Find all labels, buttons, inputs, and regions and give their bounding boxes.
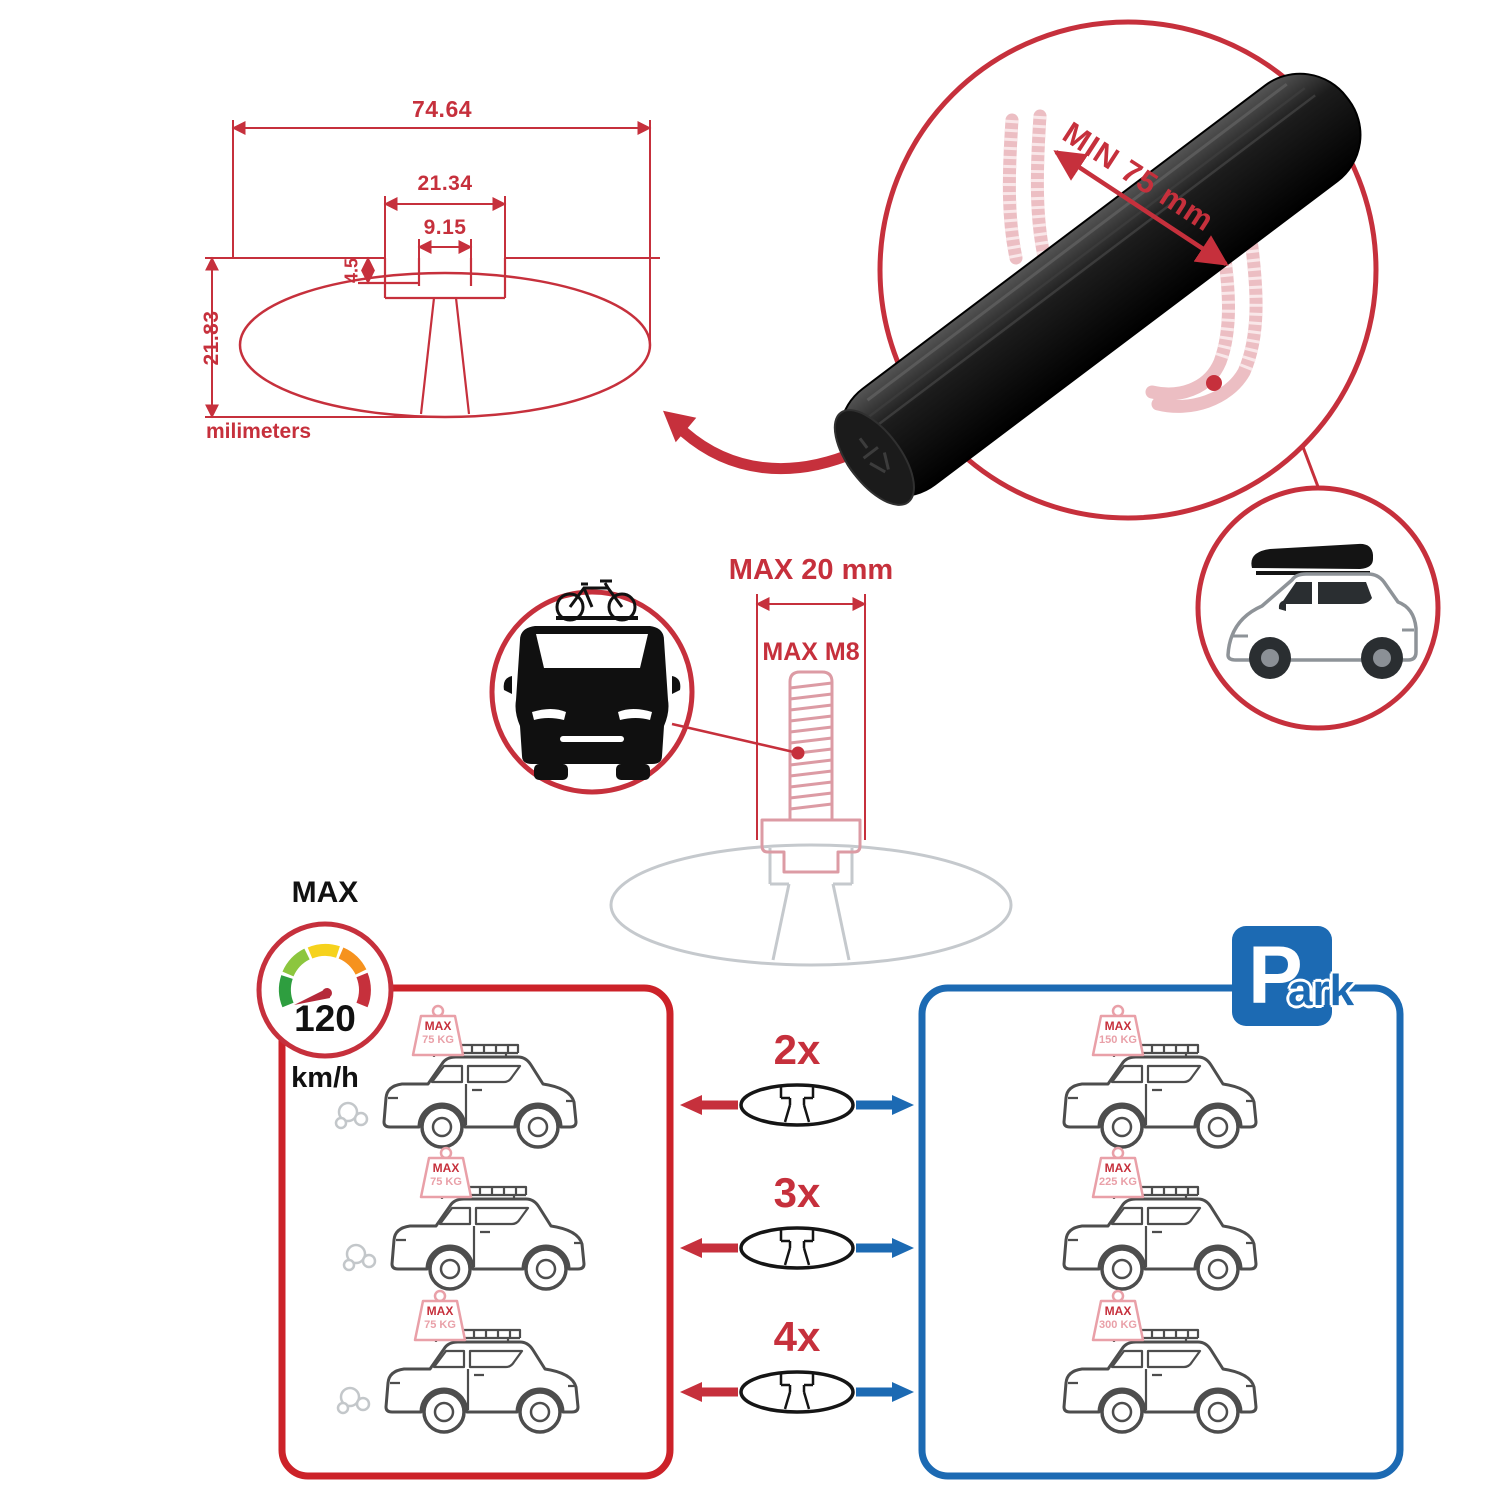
suv-roofbox-circle xyxy=(1195,485,1441,731)
clamp-point-dot xyxy=(1206,375,1222,391)
load-tag-shape xyxy=(413,1289,467,1342)
load-tag-shape xyxy=(419,1146,473,1199)
dim-total-height: 21.83 xyxy=(200,310,223,366)
driving-panel xyxy=(278,984,674,1480)
profile-dimension-drawing xyxy=(205,120,660,419)
crossbar-detail-circle xyxy=(833,19,1379,521)
bolt-max-width-label: MAX 20 mm xyxy=(728,554,894,586)
speed-max-title: MAX xyxy=(291,876,359,909)
load-tag-shape xyxy=(1091,1146,1145,1199)
load-tag-parked-2: MAX 225 KG xyxy=(1088,1146,1148,1200)
load-tag-max: MAX xyxy=(1104,1304,1132,1318)
load-tag-kg: 75 KG xyxy=(422,1034,454,1046)
load-tag-kg: 150 KG xyxy=(1099,1034,1137,1046)
speed-value: 120 xyxy=(294,998,356,1039)
dim-total-width: 74.64 xyxy=(411,96,473,122)
load-tag-parked-1: MAX 150 KG xyxy=(1088,1004,1148,1058)
pointer-arrow xyxy=(663,410,862,474)
bolt-diagram xyxy=(609,594,1013,967)
load-tag-max: MAX xyxy=(426,1304,454,1318)
bar-count-2x: 2x xyxy=(773,1026,821,1073)
units-label: milimeters xyxy=(206,420,312,443)
speedometer-icon xyxy=(256,921,394,1059)
park-sign: P ark xyxy=(1232,926,1354,1026)
load-tag-shape xyxy=(1091,1004,1145,1057)
t-bolt-illustration xyxy=(760,670,862,874)
load-tag-shape xyxy=(411,1004,465,1057)
load-tag-shape xyxy=(1091,1289,1145,1342)
bolt-max-thread-label: MAX M8 xyxy=(762,638,860,666)
dim-slot-width: 9.15 xyxy=(423,216,467,239)
load-tag-kg: 75 KG xyxy=(430,1176,462,1188)
load-tag-kg: 300 KG xyxy=(1099,1319,1137,1331)
exhaust-puffs xyxy=(336,1386,371,1415)
load-tag-kg: 75 KG xyxy=(424,1319,456,1331)
exhaust-puffs xyxy=(334,1101,369,1130)
park-sign-letter: P xyxy=(1248,930,1303,1021)
load-tag-driving-2: MAX 75 KG xyxy=(416,1146,476,1200)
load-tag-kg: 225 KG xyxy=(1099,1176,1137,1188)
speed-unit: km/h xyxy=(291,1062,359,1094)
load-tag-max: MAX xyxy=(1104,1161,1132,1175)
bar-count-rows xyxy=(680,1083,914,1414)
car-front-icon xyxy=(503,626,681,780)
load-tag-max: MAX xyxy=(432,1161,460,1175)
suv-roofbox-illustration xyxy=(1226,543,1418,679)
car-front-circle xyxy=(489,579,695,795)
bar-count-3x: 3x xyxy=(773,1169,821,1216)
load-tag-driving-3: MAX 75 KG xyxy=(410,1289,470,1343)
bar-count-4x: 4x xyxy=(773,1313,821,1360)
load-tag-max: MAX xyxy=(1104,1019,1132,1033)
dim-channel-width: 21.34 xyxy=(417,172,473,195)
dim-lip-depth: 4.5 xyxy=(341,257,362,284)
load-tag-parked-3: MAX 300 KG xyxy=(1088,1289,1148,1343)
exhaust-puffs xyxy=(342,1243,377,1272)
park-sign-suffix: ark xyxy=(1288,966,1355,1015)
load-tag-max: MAX xyxy=(424,1019,452,1033)
load-tag-driving-1: MAX 75 KG xyxy=(408,1004,468,1058)
